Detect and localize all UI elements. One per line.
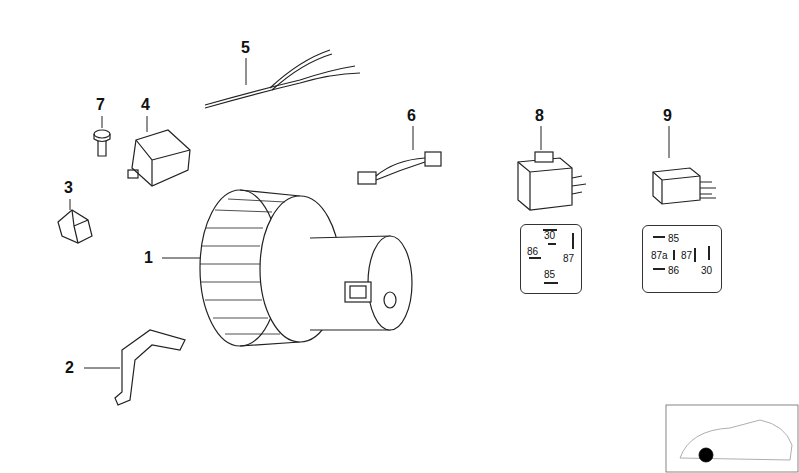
pin-number: 86 [527,247,538,257]
pin-number: 30 [701,266,712,276]
pin-number: 86 [668,266,679,276]
vehicle-thumbnail [666,405,798,472]
leader-lines [70,58,669,368]
callout-number: 9 [663,108,672,124]
blower-resistor [128,130,190,186]
relay-pin-diagram: 30 86 87 85 [520,224,582,294]
pin-number: 30 [544,231,555,241]
plug-harness [358,152,441,184]
callout-number: 5 [241,40,250,56]
callout-number: 8 [535,108,544,124]
callout-number: 1 [144,250,153,266]
pin-number: 87 [681,251,692,261]
wiring-harness [205,50,360,108]
mini-relay [653,168,716,204]
callout-number: 7 [96,97,105,113]
blower-motor [200,190,412,346]
retaining-clip [115,330,185,405]
relay-pin-diagram: 8587a 8786 30 [642,225,722,293]
callout-number: 3 [64,180,73,196]
pin-number: 87a [651,251,668,261]
connector-clip [58,210,92,243]
callout-number: 6 [407,108,416,124]
pin-number: 85 [544,270,555,280]
relay [518,152,586,210]
pin-number: 85 [668,234,679,244]
callout-number: 4 [141,97,150,113]
pin-number: 87 [563,254,574,264]
callout-number: 2 [65,360,74,376]
screw [94,130,110,156]
